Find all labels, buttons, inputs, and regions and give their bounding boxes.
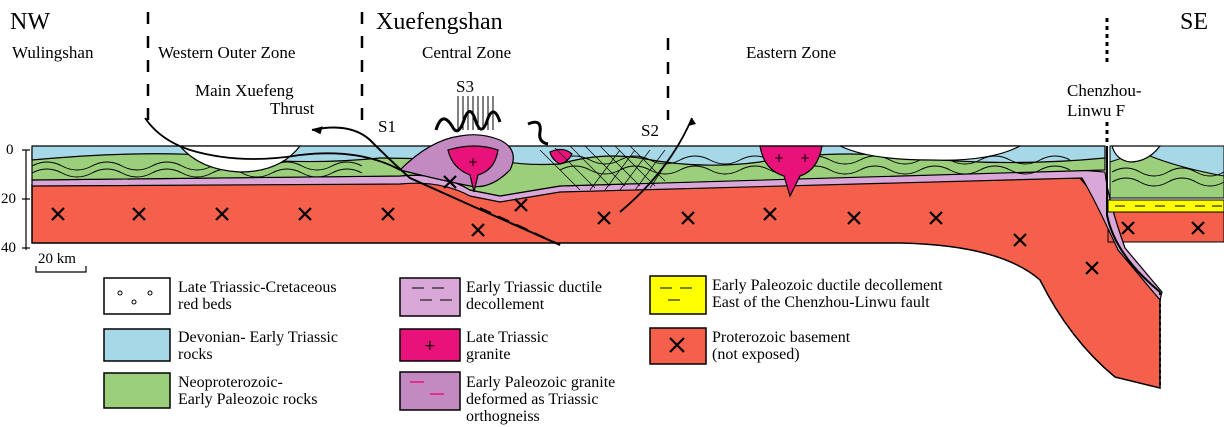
depth-tick-20: 20: [1, 192, 16, 207]
depth-tick-0: 0: [6, 143, 14, 158]
main-title: Xuefengshan: [376, 10, 503, 34]
svg-text:+: +: [468, 155, 478, 169]
legend-swatch-red-beds: [104, 278, 170, 314]
thrust-label-line1: Main Xuefeng: [195, 82, 294, 99]
scale-bar-label: 20 km: [38, 252, 76, 267]
depth-tick-40: 40: [1, 241, 16, 256]
legend-swatch-neoproterozoic: [104, 373, 170, 408]
zone-central: Central Zone: [422, 44, 511, 61]
zone-eastern: Eastern Zone: [746, 44, 836, 61]
legend-neoproterozoic: Neoproterozoic-Early Paleozoic rocks: [178, 374, 318, 408]
nw-label: NW: [10, 10, 50, 34]
legend-swatch-decollement: [400, 278, 460, 316]
s1-label: S1: [378, 118, 396, 135]
legend-basement: Proterozoic basement(not exposed): [712, 329, 850, 363]
thrust-label-line2: Thrust: [270, 100, 314, 117]
yellow-decollement: [1108, 200, 1224, 212]
svg-text:+: +: [774, 151, 784, 165]
fault-label-line1: Chenzhou-: [1067, 82, 1142, 99]
legend-swatch-yellow: [650, 276, 706, 314]
fault-label-line2: Linwu F: [1067, 102, 1125, 119]
small-fold: [528, 122, 548, 144]
svg-text:+: +: [800, 151, 810, 165]
zone-wulingshan: Wulingshan: [12, 44, 93, 61]
legend-swatch-devonian: [104, 329, 170, 361]
s3-label: S3: [456, 78, 474, 95]
svg-text:+: +: [424, 338, 436, 354]
s2-label: S2: [641, 122, 659, 139]
basement-east-block: [1108, 212, 1224, 242]
legend-swatch-orthogneiss: [400, 372, 460, 410]
se-label: SE: [1180, 10, 1208, 34]
zone-western: Western Outer Zone: [158, 44, 295, 61]
